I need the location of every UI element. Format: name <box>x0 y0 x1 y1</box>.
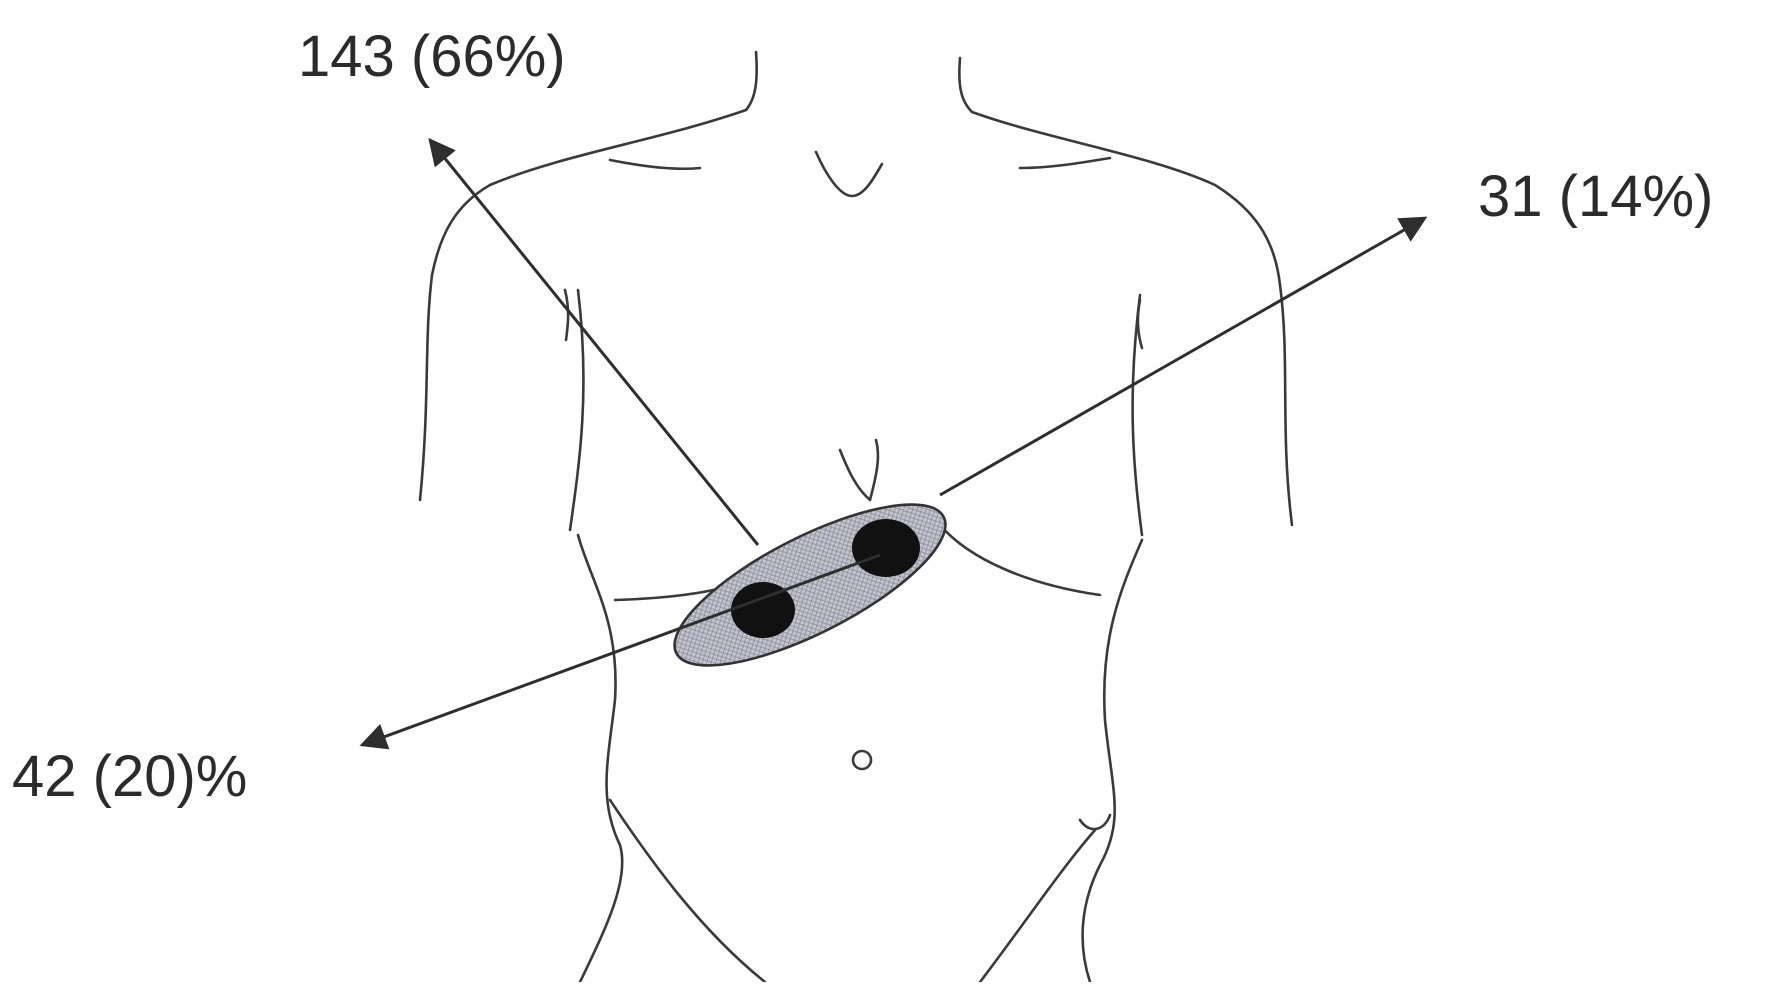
neck-left <box>746 52 757 110</box>
annotation-lower-left: 42 (20)% <box>12 748 247 806</box>
right-armpit-mark <box>1138 300 1142 348</box>
hip-mark-right <box>1080 815 1110 829</box>
left-arm-outer <box>420 275 432 500</box>
xiphoid <box>840 440 878 500</box>
torso-left-side <box>578 535 622 982</box>
arrow-lower-left <box>362 555 880 745</box>
port-site-upper <box>852 519 920 577</box>
left-armpit-mark <box>565 290 568 340</box>
annotation-upper-left: 143 (66%) <box>298 28 566 86</box>
navel <box>853 751 871 769</box>
costal-margin-right <box>940 525 1100 595</box>
sternal-notch <box>816 152 882 196</box>
neck-right <box>959 58 972 112</box>
arrow-upper-left <box>430 140 758 545</box>
left-clavicle <box>610 160 700 169</box>
right-clavicle <box>1020 158 1110 168</box>
right-arm-outer <box>1280 285 1292 525</box>
torso-right-side <box>1083 540 1142 982</box>
groin-left <box>610 800 765 982</box>
annotation-upper-right: 31 (14%) <box>1478 168 1713 226</box>
left-shoulder <box>432 110 746 275</box>
incision-ellipse <box>655 474 966 696</box>
right-shoulder <box>972 112 1280 285</box>
groin-right <box>980 830 1095 982</box>
arrow-upper-right <box>940 218 1425 495</box>
